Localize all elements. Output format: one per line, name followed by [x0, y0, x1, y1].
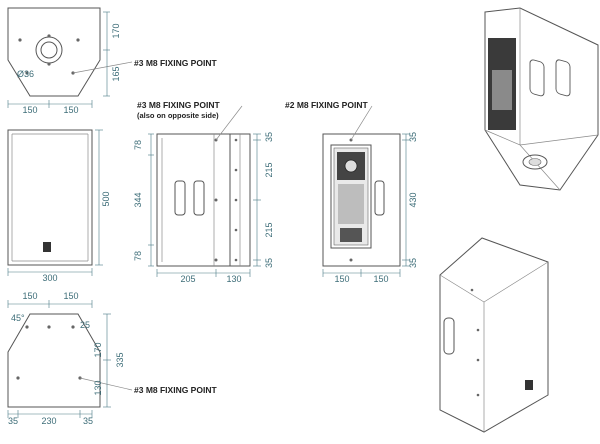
bottom-fixing-point-left	[16, 376, 20, 380]
iso-socket	[522, 154, 548, 170]
dim-side-215-bottom: 215	[264, 222, 274, 237]
side-handle-left	[174, 180, 186, 216]
dim-top-diameter: Ø36	[17, 69, 34, 79]
dim-side-130: 130	[226, 274, 241, 284]
top-fixing-point-5	[25, 71, 29, 75]
dim-side-205: 205	[180, 274, 195, 284]
back-heatsink	[338, 184, 364, 224]
back-view: #2 M8 FIXING POINT 35 430 35 150 150	[285, 100, 418, 284]
dim-top-170: 170	[111, 23, 121, 38]
label-fixing-point-side-sub: (also on opposite side)	[137, 111, 219, 120]
top-socket-inner	[40, 41, 58, 59]
dim-side-35-bottom: 35	[264, 258, 274, 268]
side-fixing-point-3	[214, 258, 218, 262]
back-leader-line	[350, 105, 373, 141]
dim-side-35-top: 35	[264, 132, 274, 142]
iso-back-outline	[484, 7, 599, 191]
side-handle-right	[193, 180, 205, 216]
back-view-outline	[322, 133, 401, 267]
dim-top-150-left: 150	[22, 105, 37, 115]
dim-bottom-25: 25	[80, 320, 90, 330]
top-leader-line	[72, 61, 133, 74]
label-fixing-point-side: #3 M8 FIXING POINT	[137, 100, 220, 110]
bottom-view: #3 M8 FIXING POINT 150 150 45° 25 170 33…	[7, 291, 217, 426]
dim-back-35-bottom: 35	[408, 258, 418, 268]
top-fixing-point-4	[76, 38, 80, 42]
dim-bottom-230: 230	[41, 416, 56, 426]
dim-bottom-130: 130	[93, 380, 103, 395]
dim-back-35-top: 35	[408, 132, 418, 142]
dim-bottom-150-left: 150	[22, 291, 37, 301]
iso-front-logo	[525, 380, 533, 390]
front-view: 500 300	[7, 129, 111, 283]
iso-handle-1	[529, 59, 545, 97]
dim-bottom-150-right: 150	[63, 291, 78, 301]
dim-front-300: 300	[42, 273, 57, 283]
back-fixing-point-bottom	[349, 258, 353, 262]
dim-bottom-170: 170	[93, 342, 103, 357]
top-view-outline	[7, 7, 101, 97]
dim-top-165: 165	[111, 66, 121, 81]
dim-back-150-left: 150	[334, 274, 349, 284]
top-fixing-point-1	[47, 34, 51, 38]
back-amp-plate	[330, 144, 372, 249]
dim-back-430: 430	[408, 192, 418, 207]
top-socket-outer	[35, 36, 63, 64]
back-input-connector	[344, 159, 358, 173]
top-fixing-point-3	[18, 38, 22, 42]
dim-side-215-top: 215	[264, 162, 274, 177]
dim-bottom-35-right: 35	[83, 416, 93, 426]
top-fixing-point-2	[47, 62, 51, 66]
side-view: #3 M8 FIXING POINT (also on opposite sid…	[133, 100, 274, 284]
front-view-outline	[7, 129, 93, 266]
side-leader-line	[215, 105, 243, 141]
dim-bottom-35-left: 35	[8, 416, 18, 426]
bottom-view-outline	[7, 313, 101, 408]
iso-handle-2	[555, 59, 571, 97]
dim-side-78-bottom: 78	[133, 251, 143, 261]
dim-top-150-right: 150	[63, 105, 78, 115]
front-logo-badge	[43, 242, 51, 252]
dim-side-344: 344	[133, 192, 143, 207]
dim-bottom-45-deg: 45°	[11, 313, 25, 323]
label-fixing-point-bottom: #3 M8 FIXING POINT	[134, 385, 217, 395]
isometric-back-view	[484, 7, 599, 191]
side-fixing-point-2	[214, 198, 218, 202]
top-view: 170 165 Ø36 150 150 #3 M8 FIXING POINT	[7, 7, 217, 115]
bottom-leader-line	[79, 377, 133, 391]
dim-side-78-top: 78	[133, 140, 143, 150]
back-power-socket	[340, 228, 362, 242]
iso-front-outline	[439, 237, 549, 433]
back-handle	[374, 180, 385, 216]
label-fixing-point-back: #2 M8 FIXING POINT	[285, 100, 368, 110]
dim-front-500: 500	[101, 191, 111, 206]
dim-back-150-right: 150	[373, 274, 388, 284]
isometric-front-view	[439, 237, 549, 433]
label-fixing-point-top: #3 M8 FIXING POINT	[134, 58, 217, 68]
iso-front-handle	[443, 317, 455, 355]
dim-bottom-335: 335	[115, 352, 125, 367]
